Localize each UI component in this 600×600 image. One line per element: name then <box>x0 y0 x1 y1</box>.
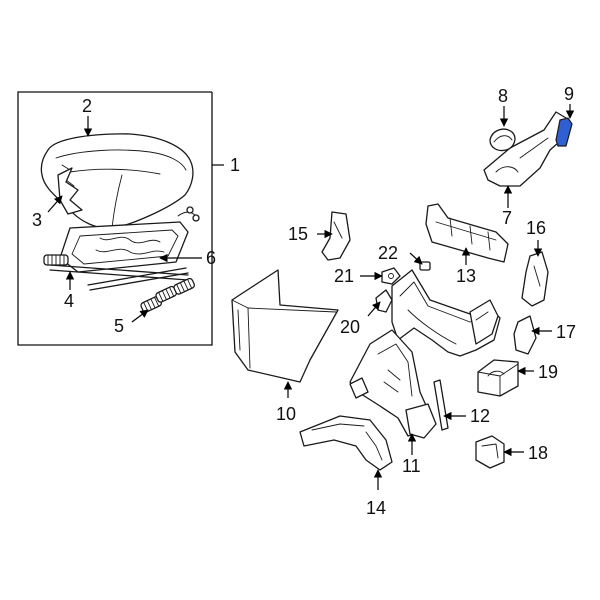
callout-2: 2 <box>82 96 92 116</box>
callout-labels: 1 2 3 4 5 6 7 8 9 10 11 12 13 14 15 16 1… <box>32 84 576 518</box>
cushion-trim[interactable] <box>57 167 83 215</box>
leader-lines <box>47 104 575 490</box>
callout-8: 8 <box>498 86 508 106</box>
bracket-20[interactable] <box>375 289 393 313</box>
bracket-19[interactable] <box>477 359 519 397</box>
callout-1: 1 <box>230 155 240 175</box>
storage-tray[interactable] <box>231 269 339 383</box>
callout-4: 4 <box>64 291 74 311</box>
callout-9: 9 <box>564 84 574 104</box>
seat-cushion[interactable] <box>40 133 194 229</box>
callout-6: 6 <box>206 248 216 268</box>
cushion-assembly-frame <box>17 91 224 346</box>
callout-21: 21 <box>334 266 354 286</box>
callout-19: 19 <box>538 362 558 382</box>
callout-11: 11 <box>402 456 421 476</box>
callout-17: 17 <box>556 322 576 342</box>
cushion-rail[interactable] <box>49 264 189 291</box>
callout-7: 7 <box>502 208 512 228</box>
callout-3: 3 <box>32 210 42 230</box>
cushion-harness[interactable] <box>177 206 200 222</box>
callout-12: 12 <box>470 406 490 426</box>
cushion-frame[interactable] <box>59 221 189 273</box>
callout-13: 13 <box>456 266 476 286</box>
callout-5: 5 <box>114 316 124 336</box>
callout-22: 22 <box>378 243 398 263</box>
rear-bracket[interactable] <box>425 203 509 263</box>
callout-16: 16 <box>526 218 546 238</box>
side-bracket-16[interactable] <box>521 251 549 307</box>
lower-trim[interactable] <box>299 415 393 471</box>
spring-left[interactable] <box>43 254 69 266</box>
callout-15: 15 <box>288 224 308 244</box>
callout-20: 20 <box>340 317 360 337</box>
bracket-17[interactable] <box>513 315 537 355</box>
spring-front[interactable] <box>140 277 196 314</box>
callout-10: 10 <box>276 404 296 424</box>
clip-21[interactable] <box>381 267 401 285</box>
seat-frame[interactable] <box>349 269 501 439</box>
callout-18: 18 <box>528 443 548 463</box>
callout-14: 14 <box>366 498 386 518</box>
knob-cap[interactable] <box>489 128 516 152</box>
bracket-15[interactable] <box>321 211 351 261</box>
clip-18[interactable] <box>475 435 505 469</box>
